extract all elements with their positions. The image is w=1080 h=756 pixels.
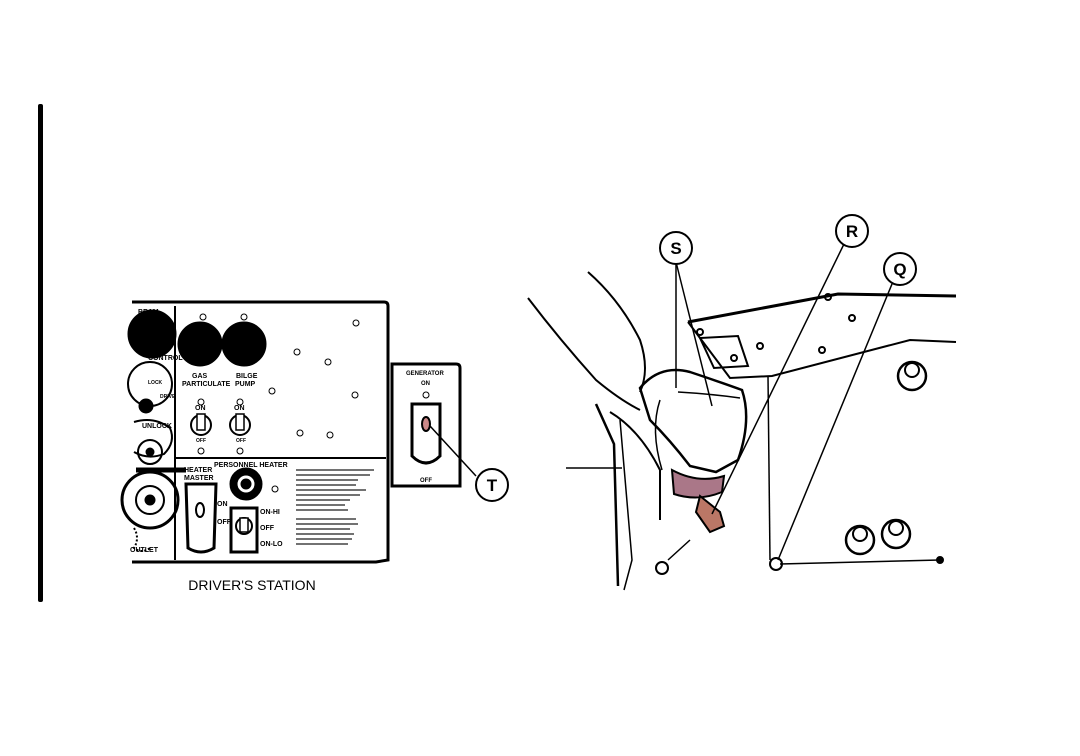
svg-text:PARTICULATE: PARTICULATE xyxy=(182,381,231,388)
svg-text:OUTLET: OUTLET xyxy=(130,547,159,554)
gas-particulate-toggle xyxy=(190,413,212,436)
svg-text:OFF: OFF xyxy=(217,519,232,526)
svg-text:OFF: OFF xyxy=(236,438,246,444)
bilge-pump-light xyxy=(221,321,267,367)
caption: DRIVER'S STATION xyxy=(188,577,315,593)
svg-text:OFF: OFF xyxy=(260,525,275,532)
heater-master-switch xyxy=(184,482,218,554)
svg-text:Q: Q xyxy=(893,260,906,279)
beam-knob xyxy=(127,309,177,359)
callout-q: Q xyxy=(777,252,917,561)
generator-panel xyxy=(390,362,462,488)
svg-text:ON: ON xyxy=(234,405,245,412)
svg-text:OFF: OFF xyxy=(420,478,432,484)
callout-t: T xyxy=(429,425,509,502)
generator-switch xyxy=(410,402,442,465)
hex-nut xyxy=(880,518,912,550)
svg-text:PUMP: PUMP xyxy=(235,381,256,388)
svg-text:GENERATOR: GENERATOR xyxy=(406,371,444,377)
svg-text:GAS: GAS xyxy=(192,373,208,380)
gas-particulate-light xyxy=(177,321,223,367)
svg-text:MASTER: MASTER xyxy=(184,475,214,482)
hex-nut xyxy=(896,360,928,392)
personnel-heater-selector xyxy=(229,506,259,554)
svg-text:R: R xyxy=(846,222,858,241)
svg-text:CONTROL: CONTROL xyxy=(148,355,183,362)
lock-knob xyxy=(137,439,163,465)
compartment-drawing xyxy=(527,271,957,591)
drivers-station-panel xyxy=(120,300,462,564)
svg-text:ON: ON xyxy=(421,381,430,387)
svg-text:DRIVE: DRIVE xyxy=(160,394,176,400)
svg-text:T: T xyxy=(487,476,498,495)
svg-text:ON: ON xyxy=(217,501,228,508)
outlet-receptacle xyxy=(120,470,180,530)
svg-text:BEAM: BEAM xyxy=(138,309,159,316)
svg-text:OFF: OFF xyxy=(196,438,206,444)
svg-text:ON-LO: ON-LO xyxy=(260,541,283,548)
svg-text:S: S xyxy=(670,239,681,258)
svg-text:ON: ON xyxy=(195,405,206,412)
margin-bar xyxy=(38,104,43,602)
svg-text:PERSONNEL HEATER: PERSONNEL HEATER xyxy=(214,462,288,469)
shutoff-lever xyxy=(694,494,726,534)
svg-text:BILGE: BILGE xyxy=(236,373,258,380)
svg-text:ON-HI: ON-HI xyxy=(260,509,280,516)
svg-text:LOCK: LOCK xyxy=(148,380,163,386)
callout-s: S xyxy=(659,231,713,407)
svg-text:HEATER: HEATER xyxy=(184,467,212,474)
hex-nut xyxy=(844,524,876,556)
panel-labels: BEAM CONTROL LOCK DRIVE UNLOCK GAS PARTI… xyxy=(130,309,444,554)
callout-r: R xyxy=(711,214,869,515)
bilge-pump-toggle xyxy=(229,413,251,436)
svg-text:UNLOCK: UNLOCK xyxy=(142,423,172,430)
